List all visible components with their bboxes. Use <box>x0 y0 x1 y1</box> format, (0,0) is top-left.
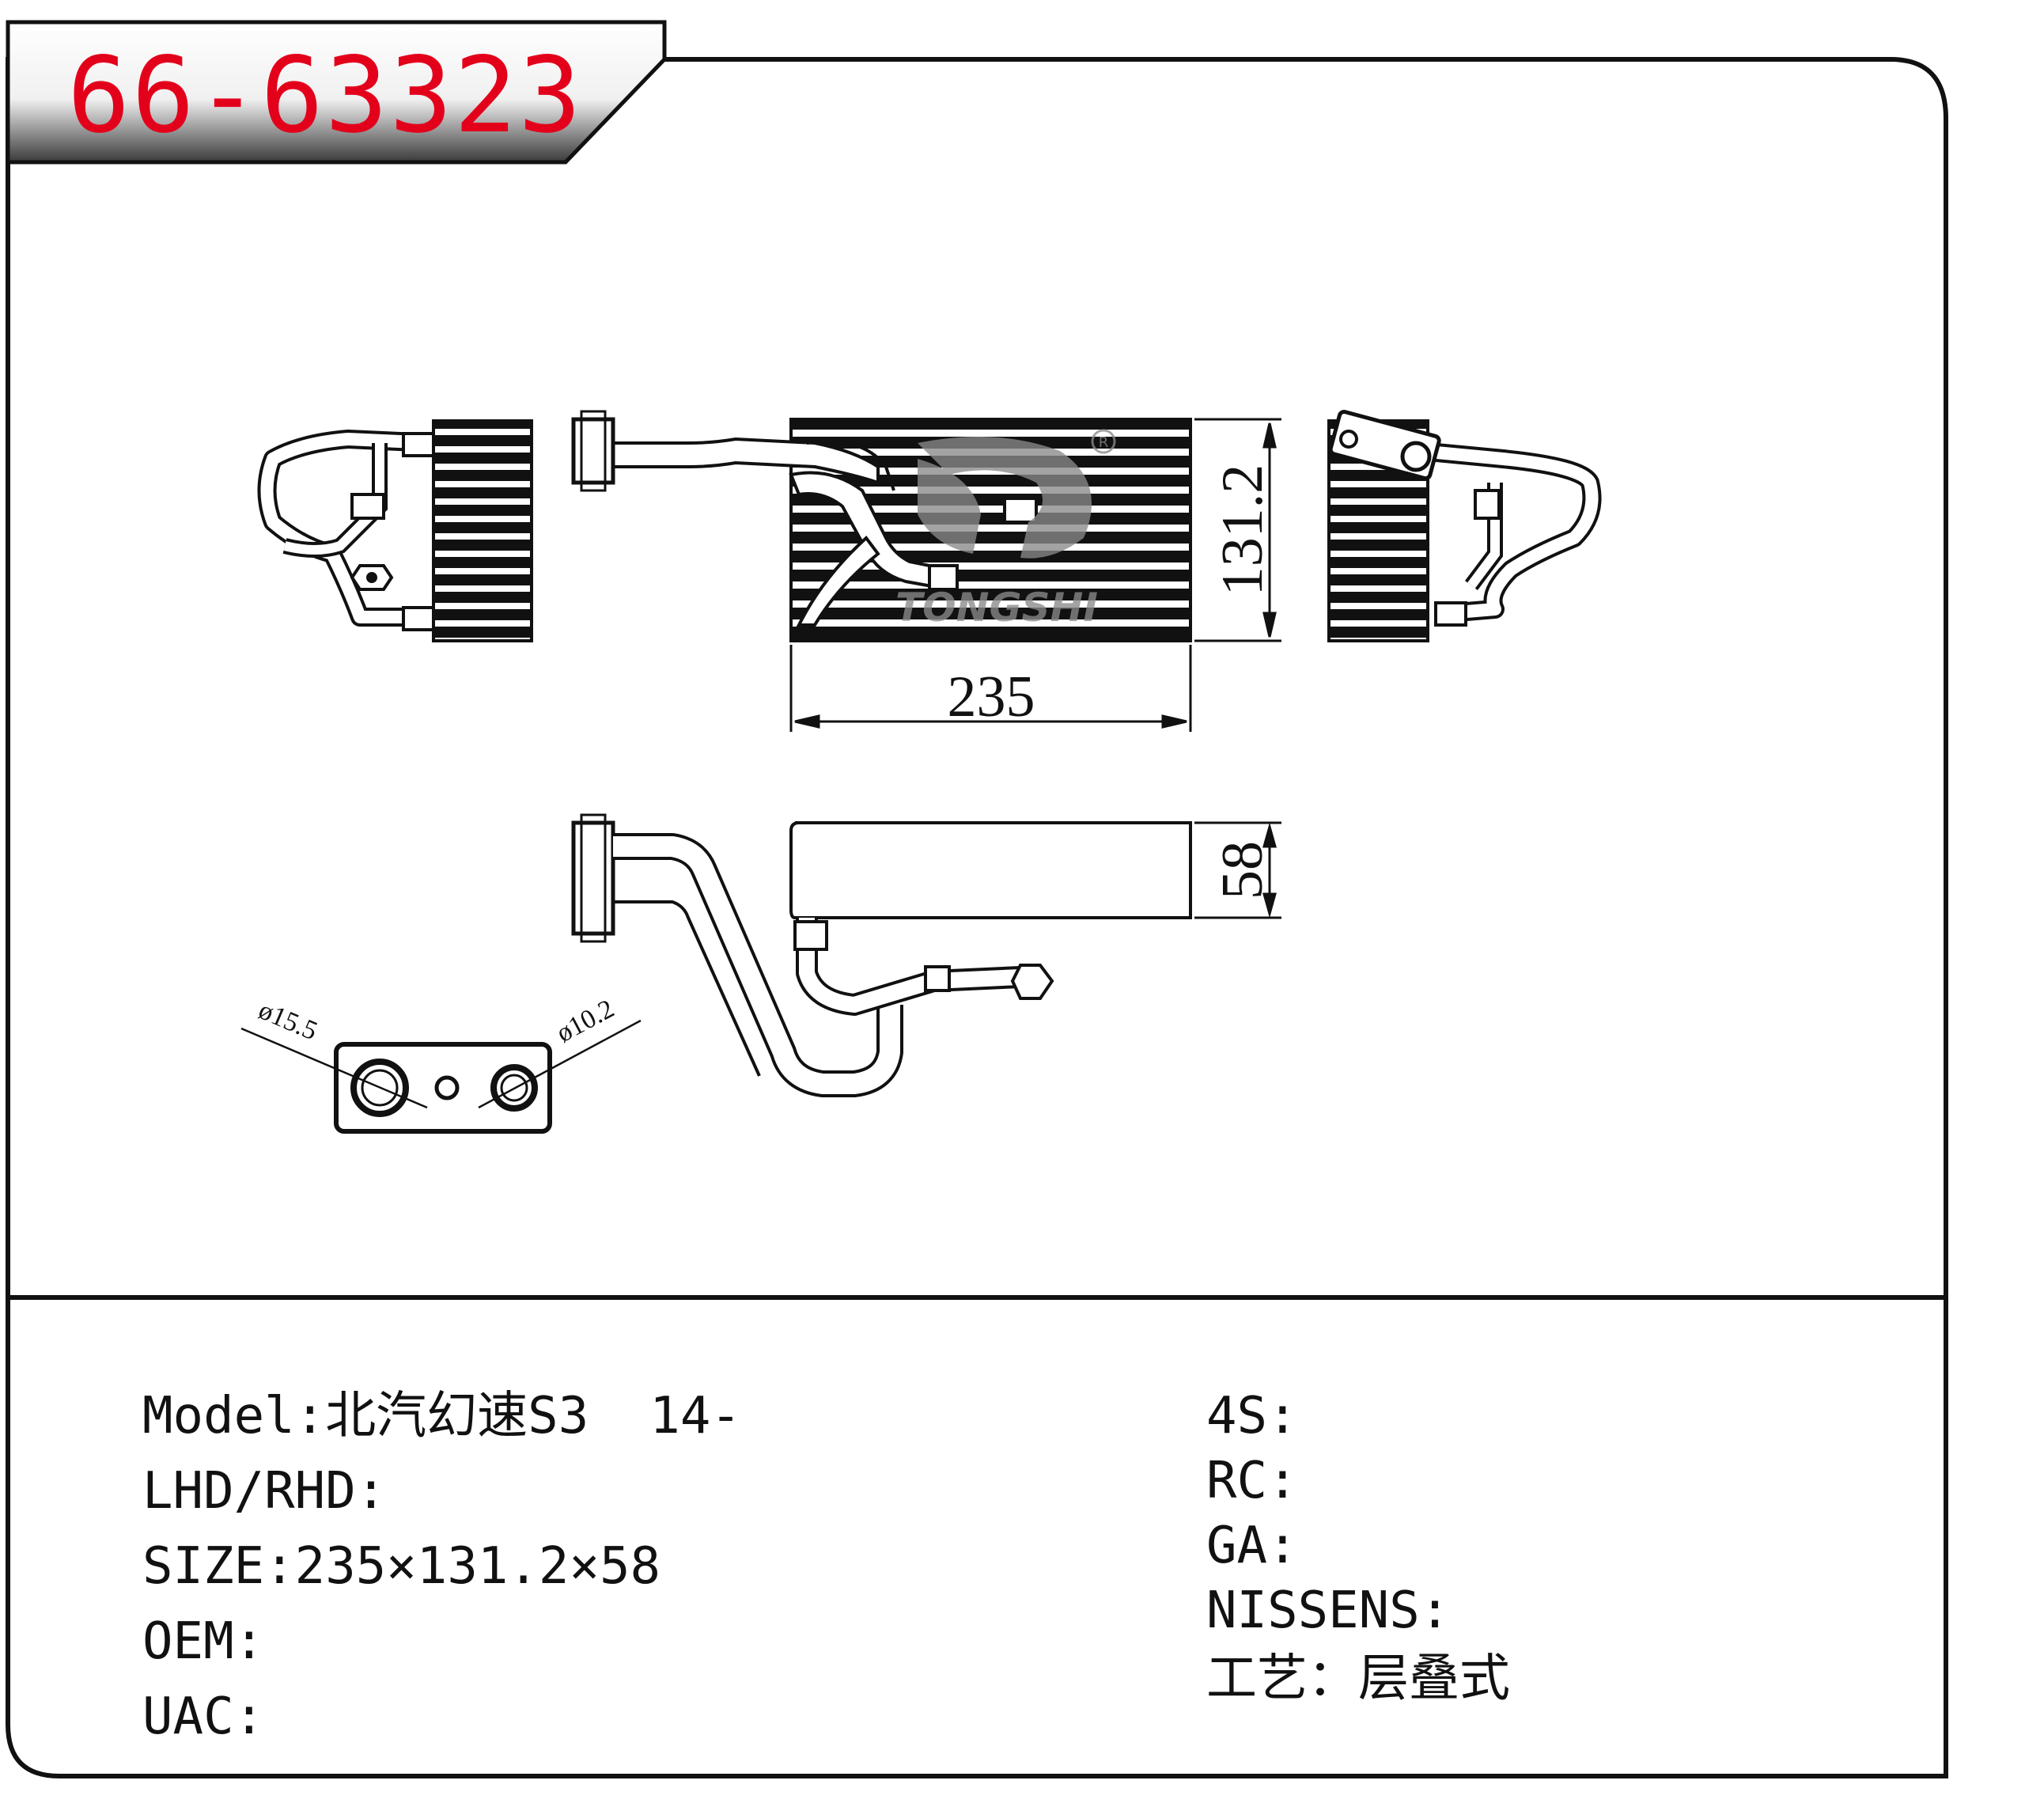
port-small-label: ø10.2 <box>552 994 619 1048</box>
registered-mark: R <box>1099 434 1109 451</box>
spec-ga: GA: <box>1206 1517 1298 1575</box>
spec-size: SIZE:235×131.2×58 <box>142 1537 661 1596</box>
height-label: 131.2 <box>1210 464 1275 597</box>
part-code-title: 66-63323 <box>67 35 583 157</box>
spec-nissens: NISSENS: <box>1206 1581 1451 1640</box>
dimension-height <box>1194 418 1281 642</box>
spec-oem: OEM: <box>142 1612 265 1671</box>
spec-drive-side: LHD/RHD: <box>142 1462 387 1521</box>
spec-rc: RC: <box>1206 1452 1298 1510</box>
sheet-border <box>6 57 1948 1778</box>
evaporator-left-side-view <box>257 419 533 642</box>
spec-uac: UAC: <box>142 1687 265 1746</box>
title-tab <box>6 20 667 165</box>
brand-watermark: TONGSHI <box>895 585 1098 631</box>
evaporator-top-view <box>571 813 1192 1097</box>
evaporator-front-view <box>571 410 1192 642</box>
spec-4s: 4S: <box>1206 1387 1298 1445</box>
dimension-width <box>789 645 1192 732</box>
width-label: 235 <box>948 665 1035 729</box>
dimension-depth <box>1194 821 1281 919</box>
port-flange-detail <box>240 1019 642 1134</box>
depth-label: 58 <box>1210 841 1275 900</box>
spec-process: 工艺：层叠式 <box>1206 1650 1510 1708</box>
spec-model: Model:北汽幻速S3 14- <box>142 1387 741 1445</box>
tongshi-logo-watermark: R TONGSHI <box>895 429 1116 631</box>
evaporator-right-side-view <box>1327 410 1602 642</box>
